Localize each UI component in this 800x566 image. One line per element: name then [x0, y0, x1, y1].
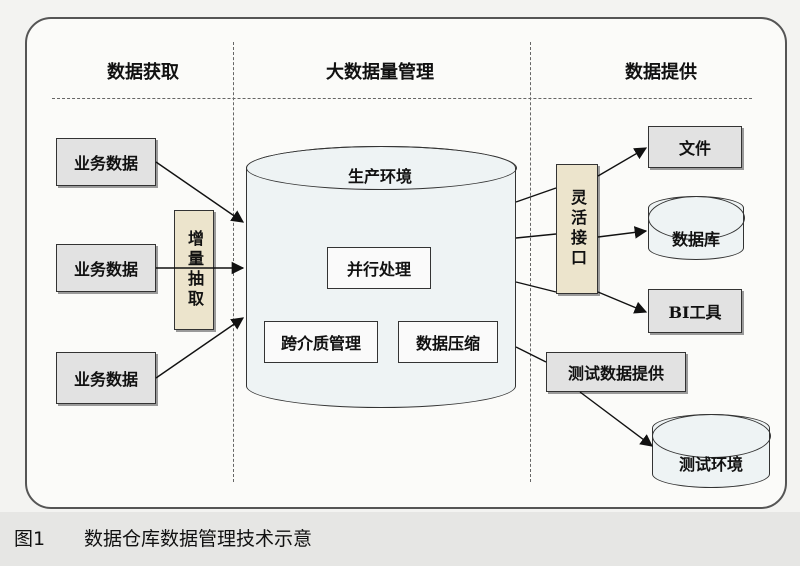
flexible-interface: 灵活接口: [556, 164, 598, 294]
cross-media-management: 跨介质管理: [264, 321, 378, 363]
column-header-acquire: 数据获取: [107, 62, 179, 83]
line-production-to-interface-2: [515, 233, 557, 239]
figure-number: 图1: [14, 528, 46, 550]
production-environment-drum: [245, 145, 517, 408]
divider-right: [530, 42, 531, 482]
figure-caption-text: 数据仓库数据管理技术示意: [84, 528, 313, 550]
figure-caption: 图1 数据仓库数据管理技术示意: [0, 512, 800, 566]
data-compression: 数据压缩: [398, 321, 498, 363]
output-bi-tools: BI工具: [648, 289, 742, 333]
output-database-drum: [647, 195, 745, 260]
source-business-data-2: 业务数据: [56, 244, 156, 292]
output-database-label: 数据库: [671, 230, 720, 249]
test-environment-drum: [651, 413, 771, 488]
production-environment-title: 生产环境: [347, 167, 412, 186]
arrow-source3-to-production: [155, 317, 245, 379]
line-production-to-interface-1: [515, 187, 557, 203]
parallel-processing: 并行处理: [327, 247, 431, 289]
source-business-data-3: 业务数据: [56, 352, 156, 404]
output-file: 文件: [648, 126, 742, 168]
column-header-provide: 数据提供: [625, 62, 697, 83]
arrow-interface-to-file: [597, 147, 648, 177]
test-data-provision: 测试数据提供: [546, 352, 686, 392]
test-environment-label: 测试环境: [678, 455, 743, 474]
header-divider: [52, 98, 752, 99]
source-business-data-1: 业务数据: [56, 138, 156, 186]
arrow-test-provision-to-test-env: [579, 391, 654, 447]
arrow-interface-to-database: [597, 226, 648, 239]
column-header-manage: 大数据量管理: [326, 62, 434, 83]
line-production-to-interface-3: [515, 281, 557, 293]
incremental-extraction: 增量抽取: [174, 210, 214, 330]
line-production-to-test-provision: [515, 346, 547, 363]
arrow-interface-to-bi: [597, 291, 648, 314]
arrow-source1-to-production: [155, 161, 245, 223]
